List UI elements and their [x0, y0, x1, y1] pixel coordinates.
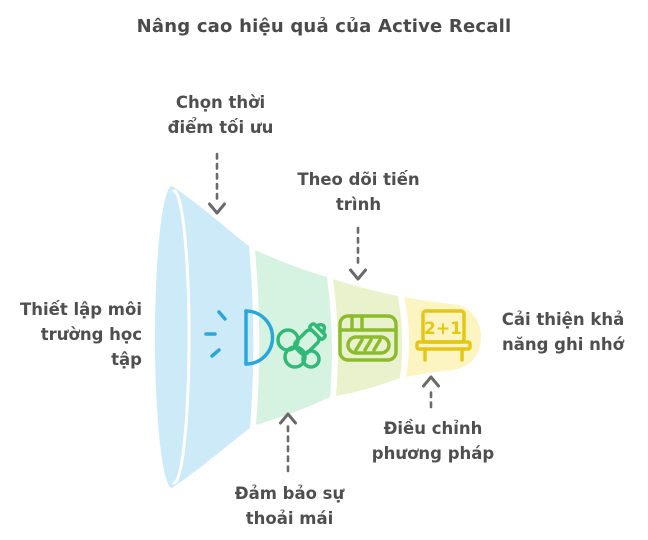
label-setup-environment: Thiết lập môi trường học tập	[19, 300, 142, 369]
arrow-up-adjust-method	[422, 375, 440, 409]
funnel-mouth-highlight	[172, 189, 191, 485]
baby-bottle-comfort-icon	[276, 322, 327, 369]
funnel-stage-1-shape	[155, 186, 254, 488]
label-choose-optimal-time: Chọn thời điểm tối ưu	[167, 93, 274, 137]
chalkboard-sum-icon: 2+1	[415, 309, 472, 362]
arrow-down-choose-time	[208, 152, 226, 215]
label-track-progress: Theo dõi tiến trình	[297, 170, 420, 214]
diagram-title: Nâng cao hiệu quả của Active Recall	[136, 16, 512, 37]
pointer-arrows	[208, 152, 440, 473]
label-improve-memory: Cải thiện khả năng ghi nhớ	[501, 310, 625, 354]
funnel-stage-2-shape	[255, 250, 332, 425]
label-adjust-method: Điều chỉnh phương pháp	[371, 419, 495, 463]
light-lamp-icon	[204, 309, 275, 366]
arrow-down-track-progress	[349, 226, 367, 281]
label-ensure-comfort: Đảm bảo sự thoải mái	[234, 484, 345, 528]
arrow-up-ensure-comfort	[279, 412, 297, 473]
chalkboard-sum-text: 2+1	[424, 319, 462, 339]
progress-window-icon	[338, 314, 398, 362]
